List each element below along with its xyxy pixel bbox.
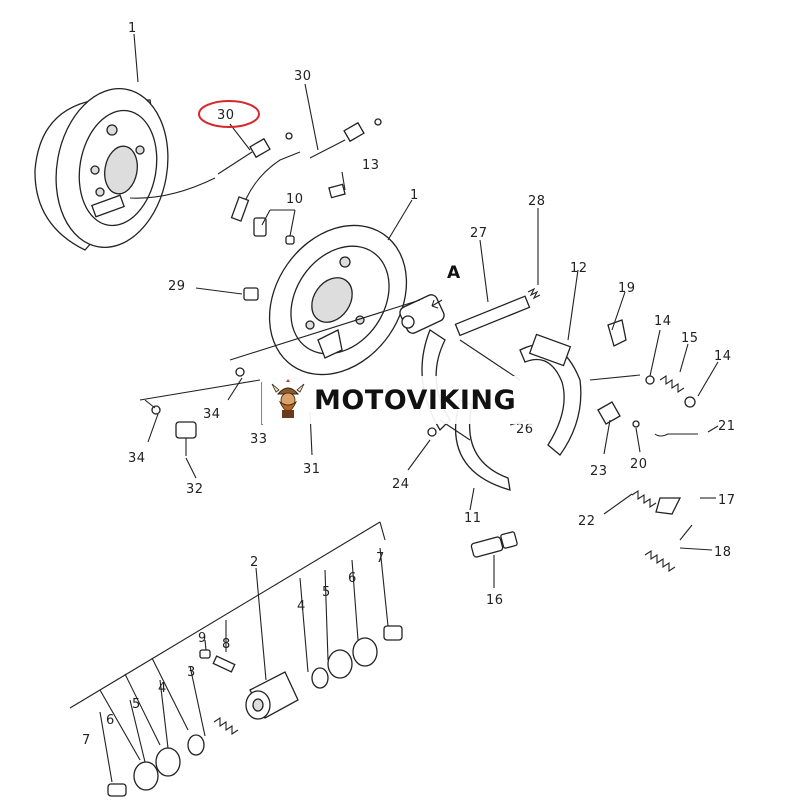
label-23: 23	[590, 464, 608, 479]
label-29: 29	[168, 279, 186, 294]
label-8: 8	[222, 637, 231, 652]
label-16: 16	[486, 593, 504, 608]
adjuster-and-spring	[454, 287, 541, 337]
label-32: 32	[186, 482, 204, 497]
label-4-right: 4	[297, 599, 306, 614]
part-labels: 1 30 30 13 10 1 28 27 A 12 19 29 14 15 1…	[82, 21, 736, 748]
label-22: 22	[578, 514, 596, 529]
label-28: 28	[528, 194, 546, 209]
label-3: 3	[187, 665, 196, 680]
label-24: 24	[392, 477, 410, 492]
label-7-right: 7	[376, 551, 385, 566]
backing-plate-main	[268, 224, 408, 376]
wheel-cylinder-exploded	[107, 625, 403, 797]
wheel-cylinder-a	[399, 294, 445, 334]
label-20: 20	[630, 457, 648, 472]
right-hardware	[597, 319, 698, 573]
brake-cables	[217, 118, 382, 222]
label-13: 13	[362, 158, 380, 173]
label-30-circled: 30	[217, 108, 235, 123]
label-17: 17	[718, 493, 736, 508]
label-34-b: 34	[128, 451, 146, 466]
label-2: 2	[250, 555, 259, 570]
label-9: 9	[198, 631, 207, 646]
label-7-left: 7	[82, 733, 91, 748]
label-1-left: 1	[128, 21, 137, 36]
label-15: 15	[681, 331, 699, 346]
label-33: 33	[250, 432, 268, 447]
label-19: 19	[618, 281, 636, 296]
watermark-banner: MOTOVIKING	[262, 376, 534, 424]
watermark-text: MOTOVIKING	[314, 384, 517, 416]
label-A: A	[447, 263, 461, 283]
label-27: 27	[470, 226, 488, 241]
backing-plate-left	[34, 87, 216, 251]
label-14-a: 14	[654, 314, 672, 329]
label-11: 11	[464, 511, 482, 526]
label-5-right: 5	[322, 585, 331, 600]
label-5-left: 5	[132, 697, 141, 712]
label-18: 18	[714, 545, 732, 560]
label-4-left: 4	[158, 681, 167, 696]
label-1-plate: 1	[410, 188, 419, 203]
viking-logo-icon	[271, 379, 305, 418]
highlight-circle	[198, 100, 260, 128]
label-12: 12	[570, 261, 588, 276]
label-26: 26	[516, 422, 534, 437]
label-6-left: 6	[106, 713, 115, 728]
label-34-a: 34	[203, 407, 221, 422]
label-14-b: 14	[714, 349, 732, 364]
label-6-right: 6	[348, 571, 357, 586]
label-30-right: 30	[294, 69, 312, 84]
label-21: 21	[718, 419, 736, 434]
label-31: 31	[303, 462, 321, 477]
label-10: 10	[286, 192, 304, 207]
